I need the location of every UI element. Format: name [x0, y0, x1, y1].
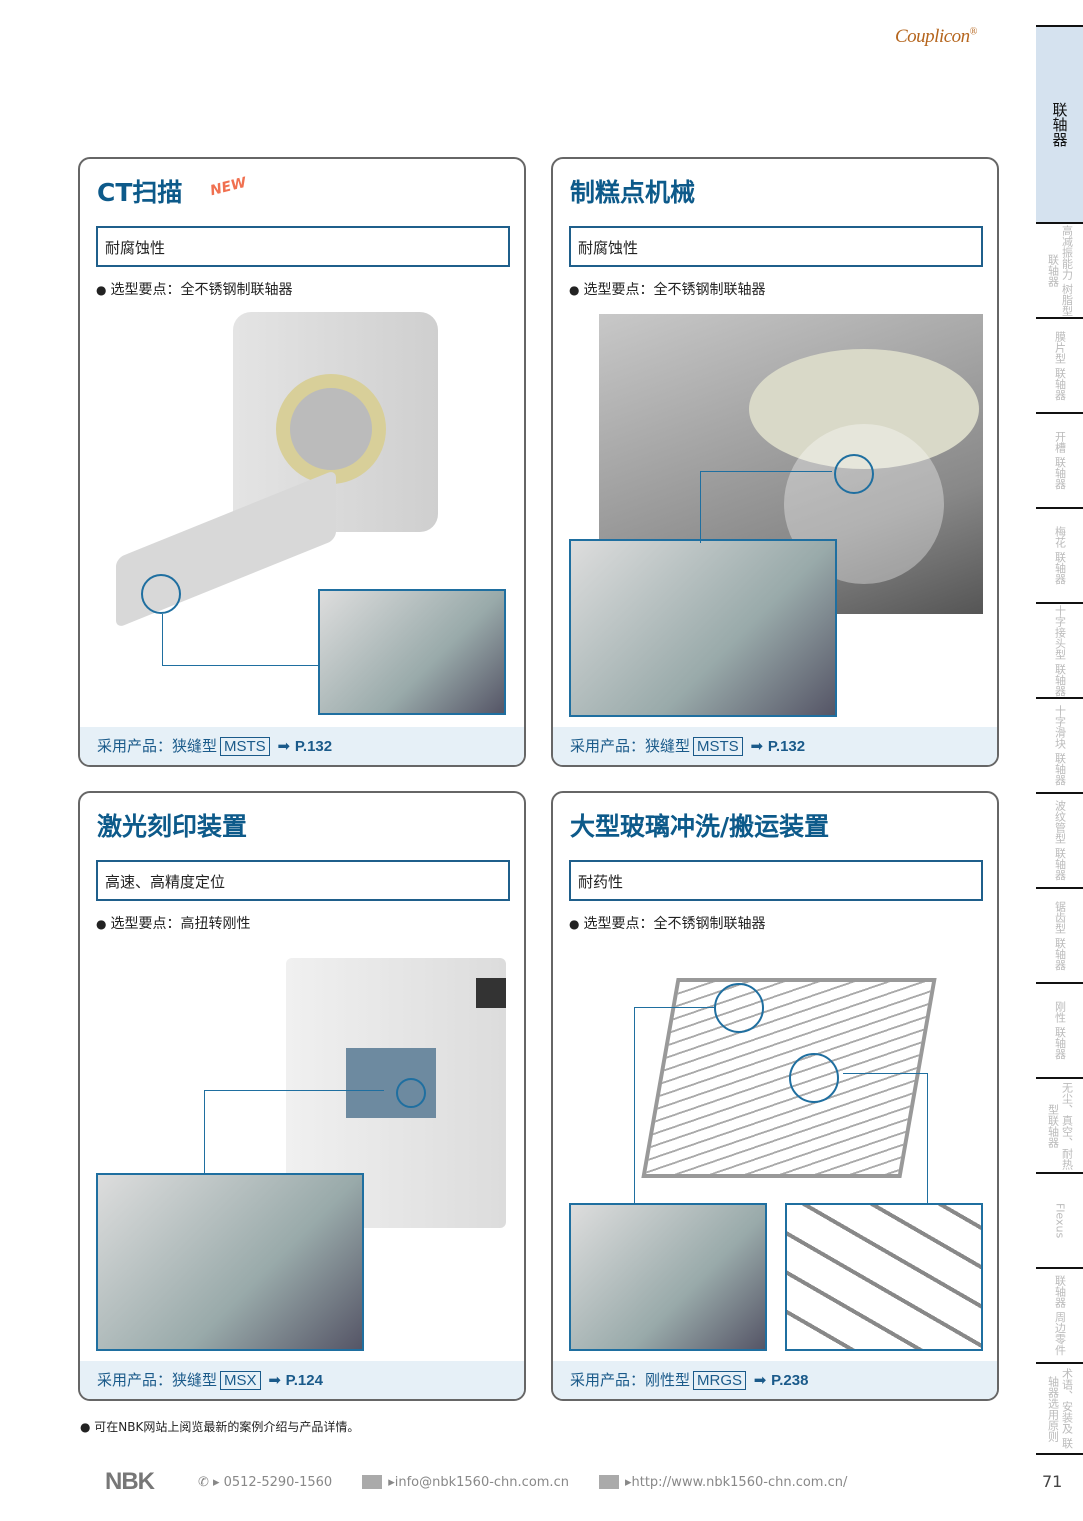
- product-code-link[interactable]: MSTS: [220, 737, 270, 756]
- page-link[interactable]: P.124: [285, 1372, 323, 1389]
- side-tab-coupling[interactable]: 联轴器: [1036, 25, 1083, 222]
- side-tab[interactable]: 波纹管型 联轴器: [1036, 792, 1083, 887]
- feature-box: 耐药性: [569, 860, 983, 901]
- side-tab[interactable]: 膜片型 联轴器: [1036, 317, 1083, 412]
- selection-point: ●选型要点：高扭转刚性: [96, 916, 251, 932]
- product-code-link[interactable]: MSTS: [693, 737, 743, 756]
- side-tab[interactable]: 联轴器 周边零件: [1036, 1267, 1083, 1362]
- product-code-link[interactable]: MRGS: [693, 1371, 747, 1390]
- arrow-icon: ➡: [268, 1371, 281, 1389]
- new-badge: NEW: [208, 174, 249, 200]
- page-link[interactable]: P.132: [767, 738, 806, 755]
- email-icon: [362, 1475, 383, 1489]
- page-footer: NBK ✆ ▸ 0512-5290-1560 ▸ info@nbk1560-ch…: [105, 1468, 848, 1495]
- feature-box: 耐腐蚀性: [96, 226, 510, 267]
- side-tab[interactable]: 无尘、真空、耐热型联轴器: [1036, 1077, 1083, 1172]
- card-title: 大型玻璃冲洗/搬运装置: [570, 812, 830, 841]
- side-tab[interactable]: 术语、安装及 联轴器选用原则: [1036, 1362, 1083, 1455]
- side-tab[interactable]: 锯齿型 联轴器: [1036, 887, 1083, 982]
- feature-box: 高速、高精度定位: [96, 860, 510, 901]
- feature-box: 耐腐蚀性: [569, 226, 983, 267]
- side-tab[interactable]: 十字接头型 联轴器: [1036, 602, 1083, 697]
- phone-icon: ✆ ▸: [198, 1474, 220, 1490]
- side-tabs: 联轴器 高减振能力 树脂型联轴器 膜片型 联轴器 开槽 联轴器 梅花 联轴器 十…: [1036, 25, 1083, 1455]
- card-title: 制糕点机械: [570, 178, 696, 207]
- arrow-icon: ➡: [277, 737, 291, 755]
- page-link[interactable]: P.238: [771, 1372, 809, 1389]
- side-tab[interactable]: 刚性 联轴器: [1036, 982, 1083, 1077]
- side-tab[interactable]: 开槽 联轴器: [1036, 412, 1083, 507]
- glass-conveyor-illustration: [569, 938, 983, 1353]
- selection-point: ●选型要点：全不锈钢制联轴器: [569, 916, 766, 932]
- arrow-icon: ➡: [753, 1371, 767, 1389]
- selection-point: ●选型要点：全不锈钢制联轴器: [96, 282, 293, 298]
- side-tab[interactable]: 梅花 联轴器: [1036, 507, 1083, 602]
- website-note: ● 可在NBK网站上阅览最新的案例介绍与产品详情。: [80, 1420, 360, 1434]
- side-tab[interactable]: 十字滑块 联轴器: [1036, 697, 1083, 792]
- ct-scanner-illustration: [96, 304, 510, 719]
- arrow-icon: ➡: [750, 737, 764, 755]
- side-tab[interactable]: Flexus: [1036, 1172, 1083, 1267]
- nbk-logo: NBK: [105, 1468, 155, 1495]
- card-title: 激光刻印装置: [97, 812, 248, 841]
- website-link[interactable]: http://www.nbk1560-chn.com.cn/: [631, 1474, 848, 1490]
- laser-marker-illustration: [96, 938, 510, 1353]
- side-tab[interactable]: 高减振能力 树脂型联轴器: [1036, 222, 1083, 317]
- brand-logo: Couplicon®: [895, 26, 977, 47]
- computer-icon: [598, 1475, 619, 1489]
- email-link[interactable]: info@nbk1560-chn.com.cn: [394, 1474, 569, 1490]
- selection-point: ●选型要点：全不锈钢制联轴器: [569, 282, 766, 298]
- page-number: 71: [1042, 1472, 1063, 1491]
- product-code-link[interactable]: MSX: [220, 1371, 261, 1390]
- confectionery-machine-illustration: [569, 304, 983, 719]
- card-title: CT扫描: [97, 178, 183, 207]
- phone-number: 0512-5290-1560: [223, 1474, 333, 1490]
- page-link[interactable]: P.132: [294, 738, 333, 755]
